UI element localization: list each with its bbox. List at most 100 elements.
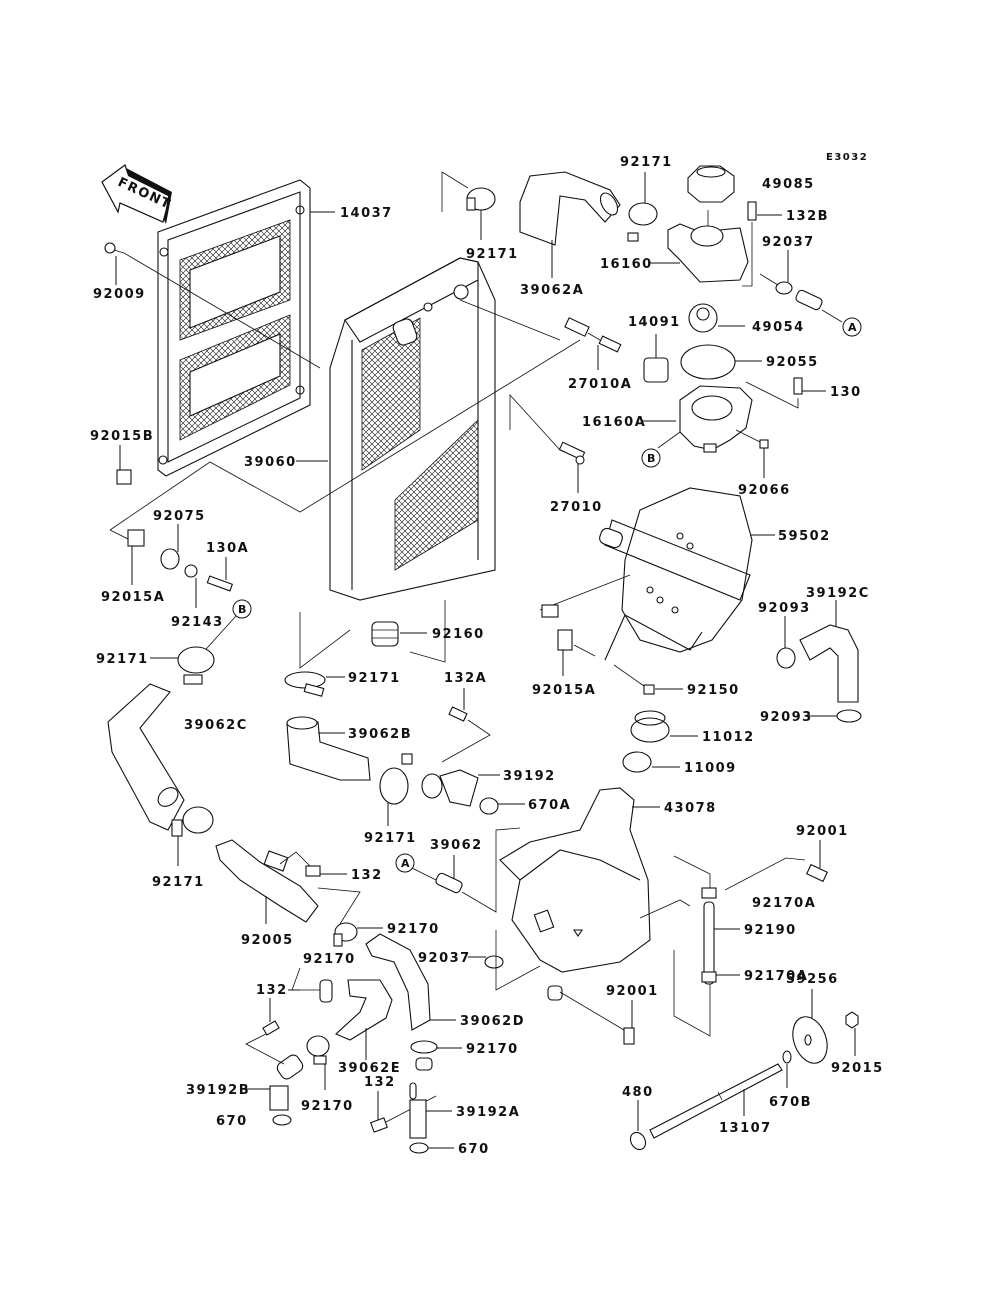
- front-arrow-icon: FRONT: [101, 164, 173, 224]
- label-92093-b: 92093: [760, 710, 813, 725]
- clip-icon: [557, 629, 573, 651]
- label-49085: 49085: [762, 177, 815, 192]
- label-16160A: 16160A: [582, 415, 646, 430]
- label-92055: 92055: [766, 355, 819, 370]
- clamp-icon: [182, 806, 214, 834]
- label-39192A: 39192A: [456, 1105, 520, 1120]
- label-11012: 11012: [702, 730, 755, 745]
- grommet-92160: [371, 621, 399, 647]
- hose-39062A: [519, 171, 621, 246]
- label-59256: 59256: [786, 972, 839, 987]
- label-92170-a: 92170: [387, 922, 440, 937]
- thermostat: [688, 303, 718, 333]
- fan-shroud: [539, 487, 753, 661]
- label-92160: 92160: [432, 627, 485, 642]
- label-92005: 92005: [241, 933, 294, 948]
- label-14091: 14091: [628, 315, 681, 330]
- label-92150: 92150: [687, 683, 740, 698]
- ref-marker-a: A: [842, 317, 862, 337]
- label-92171-left: 92171: [96, 652, 149, 667]
- clamp-icon: [628, 202, 658, 226]
- label-43078: 43078: [664, 801, 717, 816]
- label-670B: 670B: [769, 1095, 812, 1110]
- bolt-icon: [262, 1020, 280, 1036]
- label-92170-c: 92170: [466, 1042, 519, 1057]
- label-132-a: 132: [351, 868, 383, 883]
- label-132-b: 132: [256, 983, 288, 998]
- bolt-icon: [448, 706, 468, 722]
- label-480: 480: [622, 1085, 654, 1100]
- label-92171-top-left: 92171: [466, 247, 519, 262]
- clamp-icon: [177, 646, 215, 674]
- label-13107: 13107: [719, 1121, 772, 1136]
- sensor-cap: [643, 357, 669, 383]
- o-ring: [629, 1131, 647, 1151]
- clip-icon: [775, 281, 793, 295]
- label-92037-low: 92037: [418, 951, 471, 966]
- label-130A: 130A: [206, 541, 249, 556]
- label-130: 130: [830, 385, 862, 400]
- clip-icon: [127, 529, 145, 547]
- o-ring: [782, 1050, 792, 1064]
- label-92171-low: 92171: [364, 831, 417, 846]
- label-92170-b: 92170: [303, 952, 356, 967]
- label-92171-top-right: 92171: [620, 155, 673, 170]
- pipe-39192C: [799, 624, 859, 703]
- label-92171-left-low: 92171: [152, 875, 205, 890]
- label-39062A: 39062A: [520, 283, 584, 298]
- label-27010: 27010: [550, 500, 603, 515]
- o-ring: [272, 1114, 292, 1126]
- svg-text:B: B: [238, 603, 246, 616]
- hose-39062B: [286, 721, 371, 781]
- label-92037-top: 92037: [762, 235, 815, 250]
- ref-marker-a-2: A: [395, 853, 415, 873]
- screen-grille: [157, 179, 311, 477]
- label-92009: 92009: [93, 287, 146, 302]
- label-92143: 92143: [171, 615, 224, 630]
- label-39062C: 39062C: [184, 718, 248, 733]
- diagram-code: E3032: [826, 152, 868, 163]
- ref-marker-b: B: [641, 448, 661, 468]
- bolt-icon: [370, 1117, 388, 1133]
- bolt-icon: [805, 863, 829, 883]
- label-92015A-left: 92015A: [101, 590, 165, 605]
- label-132A: 132A: [444, 671, 487, 686]
- label-16160: 16160: [600, 257, 653, 272]
- label-92015: 92015: [831, 1061, 884, 1076]
- label-92170A-b: 92170A: [744, 969, 808, 984]
- grommet-icon: [160, 548, 180, 570]
- bolt-icon: [206, 575, 234, 592]
- clamp-icon: [410, 1040, 438, 1054]
- radiator-cap: [687, 165, 735, 203]
- o-ring: [479, 797, 499, 815]
- label-11009: 11009: [684, 761, 737, 776]
- label-39062D: 39062D: [460, 1014, 525, 1029]
- label-132B: 132B: [786, 209, 829, 224]
- clip-icon: [484, 955, 504, 969]
- svg-text:A: A: [848, 321, 857, 334]
- hose-piece: [795, 289, 823, 311]
- label-39062: 39062: [430, 838, 483, 853]
- bolt-icon: [793, 377, 803, 395]
- label-92170-d: 92170: [301, 1099, 354, 1114]
- outlet-39192: [421, 769, 479, 807]
- cap-icon: [836, 709, 862, 723]
- svg-text:B: B: [647, 452, 655, 465]
- o-ring: [680, 344, 736, 380]
- ref-marker-b-2: B: [232, 599, 252, 619]
- label-27010A: 27010A: [568, 377, 632, 392]
- clamp-icon: [701, 887, 717, 899]
- cap-icon: [776, 647, 796, 669]
- bolt-icon: [104, 242, 321, 369]
- label-39192B: 39192B: [186, 1083, 250, 1098]
- label-92075: 92075: [153, 509, 206, 524]
- outlet-39192A: [409, 1099, 427, 1139]
- hose-piece: [435, 872, 463, 894]
- temp-sensor-27010A: [564, 317, 622, 353]
- label-92015A-mid: 92015A: [532, 683, 596, 698]
- label-92190: 92190: [744, 923, 797, 938]
- label-92093-a: 92093: [758, 601, 811, 616]
- hose-39062C: [107, 683, 185, 831]
- radiator: [329, 257, 561, 601]
- reservoir-tank: [499, 787, 651, 1001]
